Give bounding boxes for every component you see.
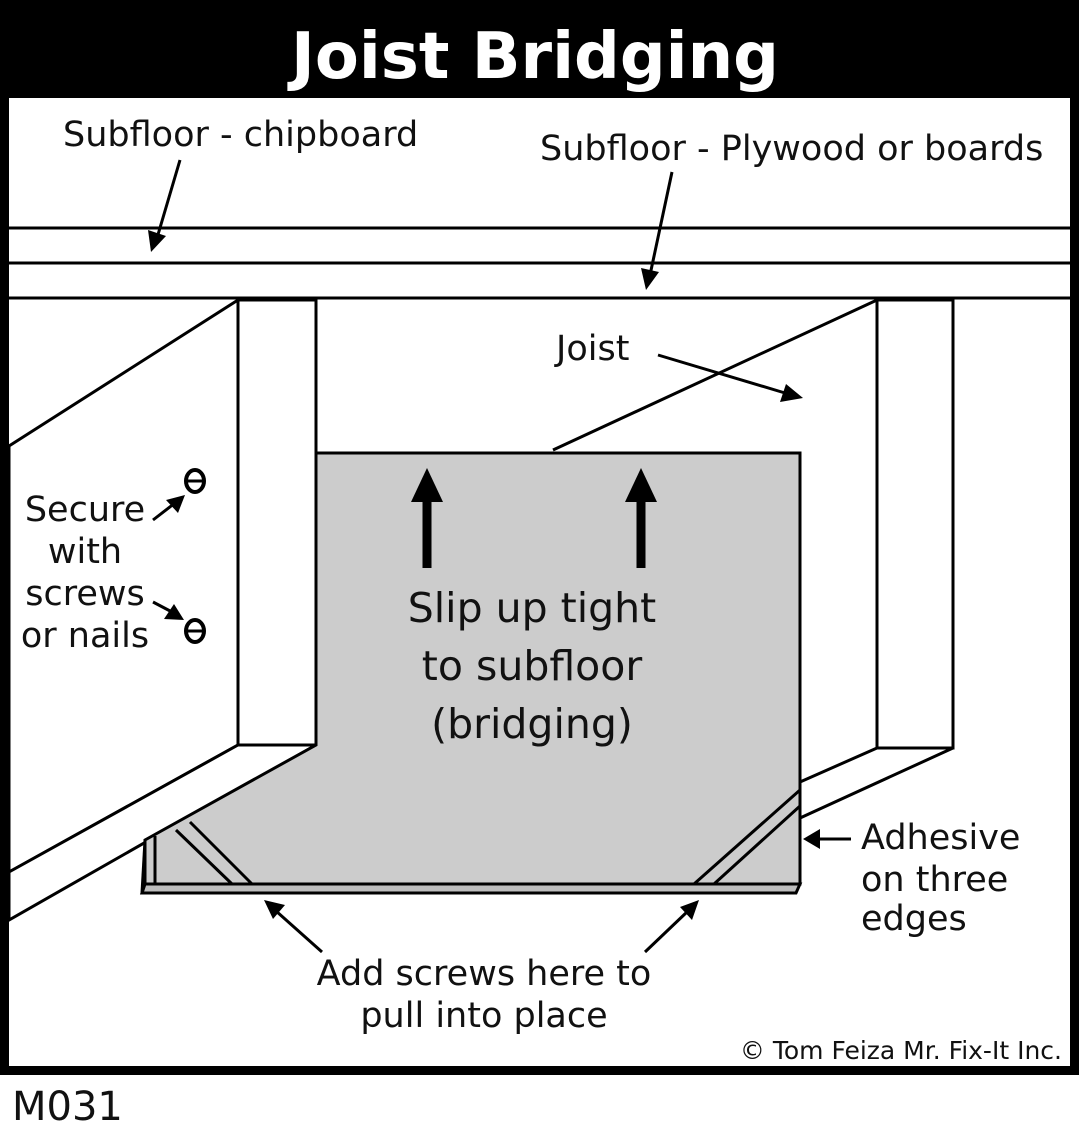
screw-strip-right — [693, 788, 802, 886]
up-arrow-right — [625, 468, 657, 568]
up-arrow-left — [411, 468, 443, 568]
label-adhesive-line: Adhesive — [861, 818, 1020, 858]
label-slip-line: to subfloor — [422, 642, 643, 690]
arrow-secure-1 — [152, 495, 185, 522]
label-screws-line: Add screws here to — [317, 954, 652, 994]
label-subfloor-chipboard: Subfloor - chipboard — [63, 115, 418, 155]
figure-code: M031 — [12, 1084, 123, 1123]
arrow-plywood — [641, 171, 674, 290]
label-secure-line: Secure — [25, 490, 145, 530]
arrow-chipboard — [148, 159, 182, 252]
label-secure-line: with — [48, 532, 122, 572]
label-joist: Joist — [554, 329, 629, 369]
label-adhesive-line: on three — [861, 860, 1008, 900]
label-add-screws: Add screws here to pull into place — [317, 954, 652, 1036]
bridging-panel — [139, 451, 803, 895]
label-subfloor-plywood: Subfloor - Plywood or boards — [540, 129, 1043, 169]
label-secure-line: screws — [25, 574, 145, 614]
label-adhesive-line: edges — [861, 899, 967, 939]
screw-head-icon — [184, 618, 206, 644]
arrow-screws-right — [643, 900, 699, 954]
copyright-text: © Tom Feiza Mr. Fix-It Inc. — [740, 1036, 1062, 1065]
label-adhesive: Adhesive on three edges — [861, 818, 1020, 939]
arrow-adhesive — [803, 829, 851, 849]
label-secure: Secure with screws or nails — [21, 490, 149, 656]
arrow-screws-left — [264, 900, 323, 954]
arrow-joist — [657, 353, 803, 402]
diagram-title: Joist Bridging — [287, 20, 779, 94]
arrow-secure-2 — [152, 600, 184, 620]
label-slip-line: Slip up tight — [408, 584, 656, 632]
label-secure-line: or nails — [21, 616, 149, 656]
subfloor-layers — [9, 226, 1070, 300]
label-slip-up: Slip up tight to subfloor (bridging) — [408, 584, 656, 748]
label-screws-line: pull into place — [360, 996, 607, 1036]
screw-strip-left — [174, 820, 254, 886]
label-slip-line: (bridging) — [431, 700, 633, 748]
screw-head-icon — [184, 468, 206, 494]
right-joist — [552, 298, 955, 821]
